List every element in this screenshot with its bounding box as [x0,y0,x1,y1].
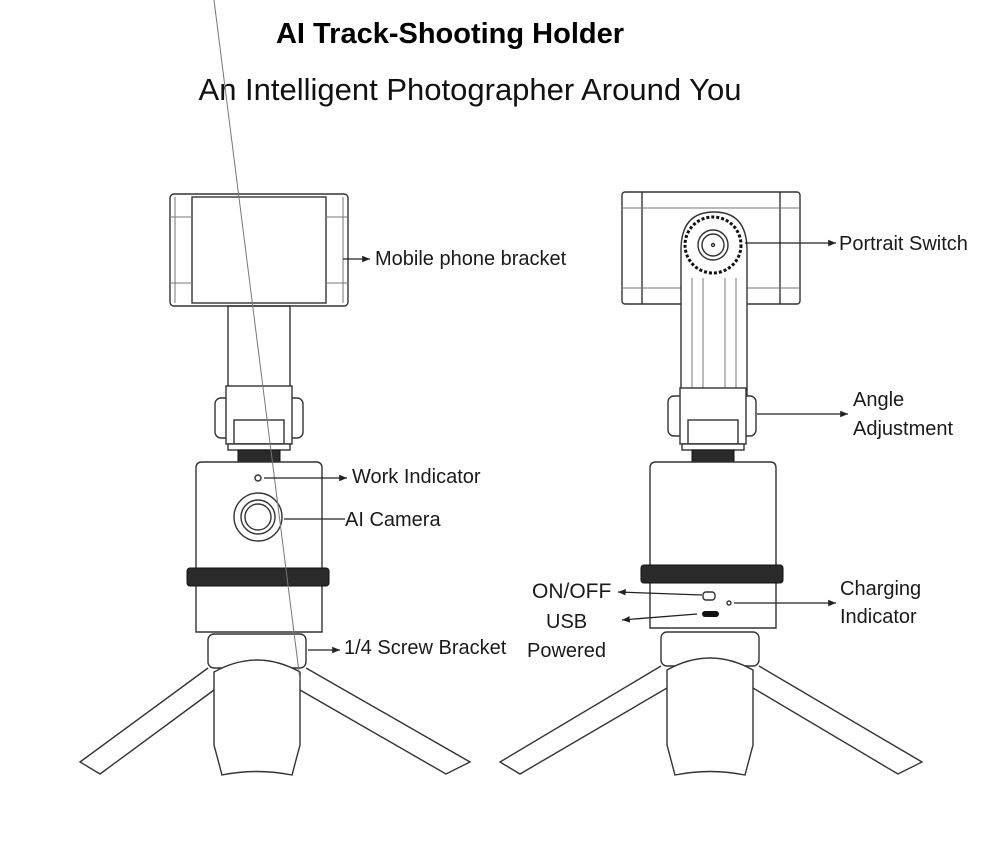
front-neck-knurl [237,449,281,463]
front-angle-joint [214,385,304,451]
callout-mobile-phone-bracket: Mobile phone bracket [375,248,567,270]
callout-portrait-switch: Portrait Switch [839,233,968,255]
back-view-device [498,191,924,776]
callout-screw-bracket: 1/4 Screw Bracket [344,637,507,659]
portrait-switch-knob [683,215,743,275]
callout-charging-line1: Charging [840,578,922,600]
callout-angle-label-line1: Angle [853,389,905,411]
back-neck-knurl [691,449,735,463]
page-subtitle: An Intelligent Photographer Around You [198,72,742,107]
back-arm [680,211,748,401]
callout-on-off: ON/OFF [532,580,612,603]
callout-charging-line2: Indicator [840,606,917,628]
front-tripod [78,0,472,776]
callout-work-indicator: Work Indicator [352,466,481,488]
back-tripod [498,631,924,776]
front-body [186,461,330,633]
charging-indicator-led [726,600,732,606]
callout-usb-line2: Powered [527,640,606,662]
callout-angle-label-line2: Adjustment [853,418,954,440]
back-angle-joint [667,387,757,451]
front-phone-bracket [169,193,349,307]
callout-usb-line1: USB [546,611,588,633]
front-stem [227,305,291,389]
back-body [640,461,784,629]
front-view-device [78,0,472,776]
usb-port [702,611,719,617]
page-title: AI Track-Shooting Holder [275,18,625,50]
callout-ai-camera: AI Camera [345,509,441,531]
back-rotation-ring [640,564,784,584]
front-rotation-ring [186,567,330,587]
work-indicator-led [254,474,262,482]
power-switch [702,591,716,601]
